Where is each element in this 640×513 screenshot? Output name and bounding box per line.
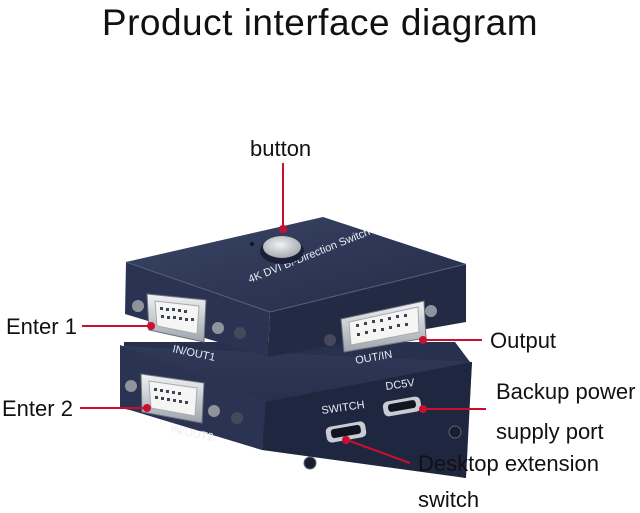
diagram-title: Product interface diagram xyxy=(101,2,539,43)
callout-output: Output xyxy=(490,328,557,353)
dvi-port-in-out2 xyxy=(125,373,243,424)
leader-lines xyxy=(80,163,486,464)
push-button xyxy=(250,236,304,264)
callout-enter-1: Enter 1 xyxy=(6,314,77,339)
dvi-port-in-out1 xyxy=(132,293,246,343)
upper-unit-top-face xyxy=(126,217,466,312)
screws xyxy=(303,425,462,470)
switch-port-label: SWITCH xyxy=(321,399,366,417)
switch-port xyxy=(325,421,367,443)
callout-enter-2: Enter 2 xyxy=(2,396,73,421)
upper-unit-right-face xyxy=(268,264,466,357)
callout-backup-power-line2: supply port xyxy=(496,419,604,444)
lower-unit xyxy=(120,342,472,478)
callout-desktop-extension-line2: switch xyxy=(418,487,480,512)
dvi-port-out-in xyxy=(324,300,437,353)
lower-unit-right-side xyxy=(262,362,472,478)
dc5v-label: DC5V xyxy=(385,377,416,393)
dc5v-port xyxy=(382,396,422,417)
leader-line-desktop-ext xyxy=(346,439,411,464)
callout-desktop-extension-line1: Desktop extension xyxy=(418,451,599,476)
callout-backup-power-line1: Backup power xyxy=(496,379,636,404)
callout-button: button xyxy=(250,136,312,161)
